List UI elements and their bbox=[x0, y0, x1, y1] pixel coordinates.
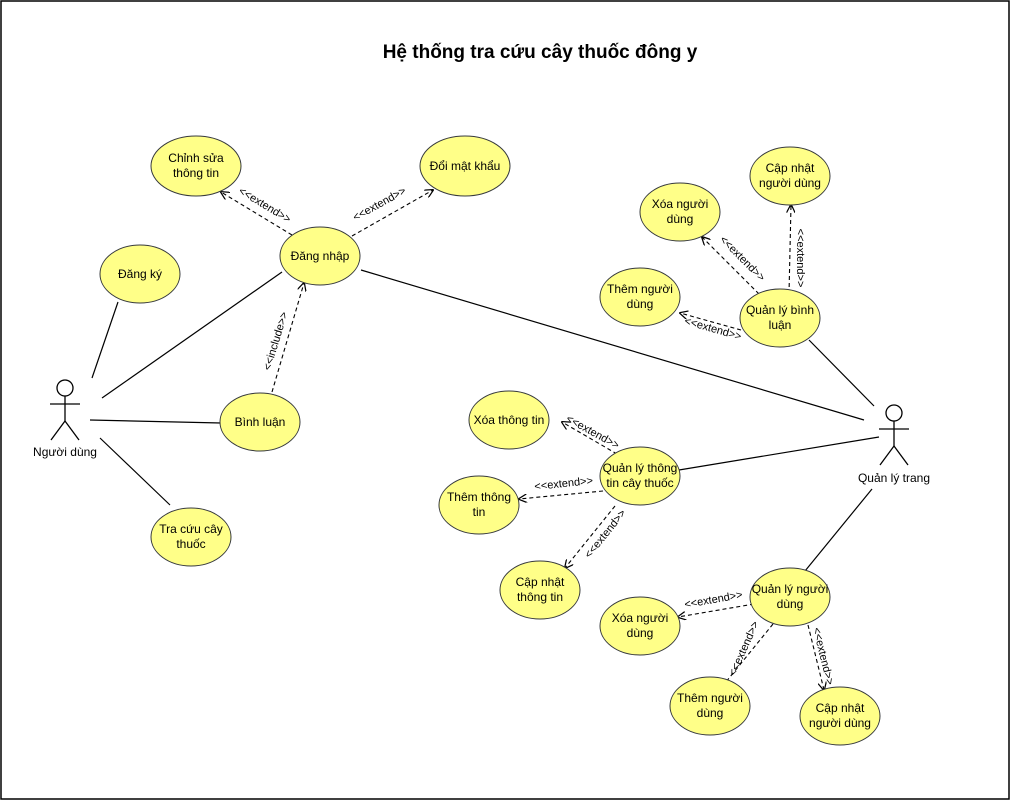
use-case-shape bbox=[438, 475, 520, 535]
use-case-shape bbox=[499, 560, 581, 620]
use-case-shape bbox=[799, 686, 881, 746]
actor-figure-icon bbox=[50, 379, 80, 441]
use-case-them-thong-tin[interactable]: Thêm thông tin bbox=[438, 475, 520, 535]
use-case-shape bbox=[599, 596, 681, 656]
use-case-cap-nhat-nguoi-dung-binh-luan[interactable]: Cập nhật người dùng bbox=[749, 146, 831, 206]
use-case-label: Cập nhật bbox=[516, 575, 565, 589]
dep-ql-ct-them bbox=[519, 490, 604, 499]
use-case-label: người dùng bbox=[759, 176, 821, 190]
use-case-cap-nhat-nguoi-dung[interactable]: Cập nhật người dùng bbox=[799, 686, 881, 746]
use-case-quan-ly-thong-tin-cay-thuoc[interactable]: Quản lý thông tin cây thuốc bbox=[599, 446, 681, 506]
actor-nguoi-dung[interactable]: Người dùng bbox=[33, 379, 97, 459]
use-case-label: Đổi mật khẩu bbox=[430, 159, 501, 173]
use-case-label: thuốc bbox=[176, 537, 205, 551]
use-case-them-nguoi-dung[interactable]: Thêm người dùng bbox=[669, 676, 751, 736]
dep-ql-nd-xoa bbox=[678, 603, 755, 617]
use-case-shape bbox=[749, 146, 831, 206]
assoc-user-tra-cuu bbox=[99, 437, 171, 506]
assoc-admin-ql-binh-luan bbox=[808, 339, 875, 407]
use-case-label: Thêm người bbox=[677, 691, 743, 705]
use-case-tra-cuu-cay-thuoc[interactable]: Tra cứu cây thuốc bbox=[150, 507, 232, 567]
use-case-label: Bình luận bbox=[235, 415, 286, 429]
use-case-label: dùng bbox=[627, 297, 654, 311]
dep-binh-luan-dang-nhap bbox=[271, 283, 304, 393]
use-case-quan-ly-nguoi-dung[interactable]: Quản lý người dùng bbox=[749, 567, 831, 627]
use-case-dang-ky[interactable]: Đăng ký bbox=[99, 244, 181, 304]
use-case-label: Cập nhật bbox=[766, 161, 815, 175]
use-case-shape bbox=[219, 392, 301, 452]
assoc-admin-dang-nhap bbox=[360, 269, 865, 421]
assoc-admin-ql-nguoi-dung bbox=[804, 488, 873, 572]
label-extend-cap-nhat-nd-1: <<extend>> bbox=[794, 229, 806, 288]
use-case-label: Xóa người bbox=[652, 197, 709, 211]
dep-ql-bl-them bbox=[680, 313, 742, 331]
use-case-label: tin bbox=[473, 505, 486, 519]
use-case-label: Đăng ký bbox=[118, 267, 162, 281]
use-case-label: Thêm thông bbox=[447, 490, 511, 504]
use-case-label: dùng bbox=[627, 626, 654, 640]
use-case-shape bbox=[279, 226, 361, 286]
use-case-label: thông tin bbox=[517, 590, 563, 604]
use-case-label: Quản lý người bbox=[752, 582, 829, 596]
use-case-label: Thêm người bbox=[607, 282, 673, 296]
use-case-label: Xóa thông tin bbox=[474, 413, 545, 427]
actor-figure-icon bbox=[879, 404, 909, 466]
use-case-binh-luan[interactable]: Bình luận bbox=[219, 392, 301, 452]
use-case-cap-nhat-thong-tin[interactable]: Cập nhật thông tin bbox=[499, 560, 581, 620]
use-case-label: Quản lý bình bbox=[746, 303, 814, 317]
use-case-label: dùng bbox=[667, 212, 694, 226]
use-case-chinh-sua-thong-tin[interactable]: Chỉnh sửa thông tin bbox=[150, 135, 242, 197]
use-case-label: Xóa người bbox=[612, 611, 669, 625]
actor-label: Quản lý trang bbox=[858, 471, 930, 485]
use-case-shape bbox=[739, 288, 821, 348]
actor-quan-ly-trang[interactable]: Quản lý trang bbox=[858, 404, 930, 485]
use-case-label: Quản lý thông bbox=[603, 461, 678, 475]
use-case-them-nguoi-dung-binh-luan[interactable]: Thêm người dùng bbox=[599, 267, 681, 327]
use-case-label: dùng bbox=[777, 597, 804, 611]
dependencies bbox=[221, 190, 824, 690]
dep-dang-nhap-doi-mat-khau bbox=[351, 190, 433, 237]
use-case-quan-ly-binh-luan[interactable]: Quản lý bình luận bbox=[739, 288, 821, 348]
use-case-label: Tra cứu cây bbox=[159, 522, 223, 536]
dep-ql-ct-xoa bbox=[562, 422, 618, 455]
use-case-label: tin cây thuốc bbox=[606, 476, 673, 490]
use-case-doi-mat-khau[interactable]: Đổi mật khẩu bbox=[419, 135, 511, 197]
use-case-shape bbox=[150, 135, 242, 197]
actor-label: Người dùng bbox=[33, 445, 97, 459]
dep-ql-ct-cap-nhat bbox=[565, 505, 616, 568]
dep-ql-bl-cap-nhat bbox=[789, 205, 791, 295]
use-case-shape bbox=[639, 182, 721, 242]
assoc-user-dang-nhap bbox=[101, 271, 283, 399]
use-case-shape bbox=[99, 244, 181, 304]
use-case-xoa-nguoi-dung[interactable]: Xóa người dùng bbox=[599, 596, 681, 656]
use-case-shape bbox=[468, 390, 550, 450]
assoc-admin-ql-cay-thuoc bbox=[678, 436, 880, 471]
use-case-label: luận bbox=[769, 318, 792, 332]
diagram-title: Hệ thống tra cứu cây thuốc đông y bbox=[383, 42, 698, 63]
use-case-shape bbox=[419, 135, 511, 197]
use-case-label: người dùng bbox=[809, 716, 871, 730]
use-case-shape bbox=[599, 446, 681, 506]
use-case-xoa-thong-tin[interactable]: Xóa thông tin bbox=[468, 390, 550, 450]
use-case-label: Đăng nhập bbox=[291, 249, 350, 263]
use-case-dang-nhap[interactable]: Đăng nhập bbox=[279, 226, 361, 286]
use-case-label: Cập nhật bbox=[816, 701, 865, 715]
assoc-user-dang-ky bbox=[91, 301, 119, 379]
associations bbox=[89, 269, 880, 572]
use-case-label: Chỉnh sửa bbox=[168, 151, 224, 165]
use-case-xoa-nguoi-dung-binh-luan[interactable]: Xóa người dùng bbox=[639, 182, 721, 242]
use-case-label: dùng bbox=[697, 706, 724, 720]
use-case-label: thông tin bbox=[173, 166, 219, 180]
use-case-shape bbox=[150, 507, 232, 567]
use-case-shape bbox=[599, 267, 681, 327]
use-case-shape bbox=[749, 567, 831, 627]
assoc-user-binh-luan bbox=[89, 419, 222, 424]
use-case-shape bbox=[669, 676, 751, 736]
